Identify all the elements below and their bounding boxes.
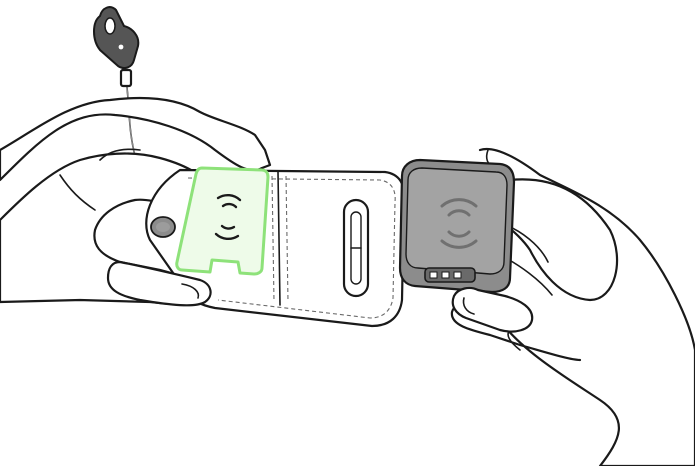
nfc-reader-device [400, 160, 514, 292]
sensor-button [151, 217, 175, 237]
probe-clip [94, 7, 138, 68]
